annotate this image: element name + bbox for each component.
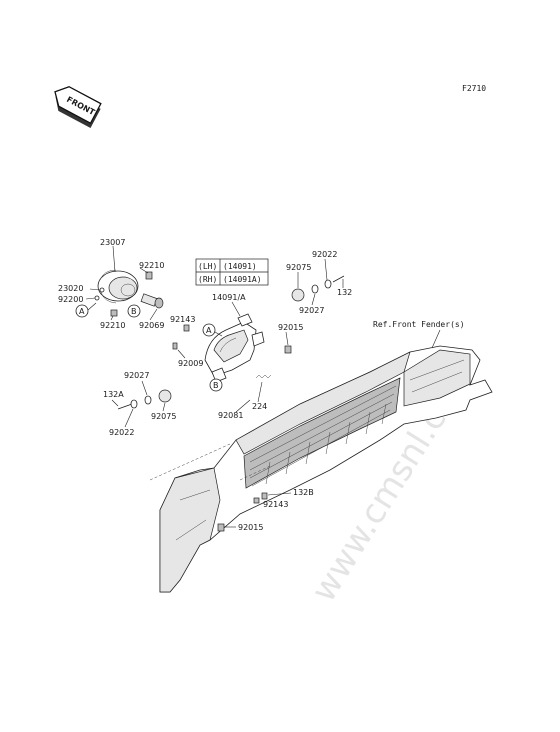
callout-a-left: A xyxy=(75,302,97,318)
label-92075-top: 92075 xyxy=(286,263,311,272)
label-92015-bot: 92015 xyxy=(238,523,263,532)
svg-text:A: A xyxy=(206,326,212,335)
label-92143-bot: 92143 xyxy=(263,500,288,509)
label-23020: 23020 xyxy=(58,284,83,293)
table-row-lh-part: (14091) xyxy=(223,262,257,271)
svg-text:B: B xyxy=(131,307,137,316)
table-row-rh-side: (RH) xyxy=(198,275,217,284)
svg-text:A: A xyxy=(79,307,85,316)
table-row-lh-side: (LH) xyxy=(198,262,217,271)
bolt-132b xyxy=(261,492,268,500)
nut-92143-bot xyxy=(253,497,260,504)
washer-92022-top xyxy=(324,279,332,289)
clip-92015-bot xyxy=(217,523,225,532)
front-grille-panel xyxy=(149,345,493,593)
figure-code: F2710 xyxy=(462,84,486,93)
label-92009: 92009 xyxy=(178,359,203,368)
lh-rh-table: (LH) (14091) (RH) (14091A) xyxy=(195,258,269,286)
label-92081: 92081 xyxy=(218,411,243,420)
headlight-assembly xyxy=(94,269,164,317)
headlight-socket xyxy=(140,293,158,307)
label-92069: 92069 xyxy=(139,321,164,330)
bolt-132a xyxy=(117,403,133,410)
bolt-132 xyxy=(332,275,345,283)
callout-b-mid: B xyxy=(209,378,223,392)
callout-a-mid: A xyxy=(202,323,223,337)
grommet-92075-left xyxy=(158,389,172,403)
table-row-rh-part: (14091A) xyxy=(223,275,262,284)
collar-92027-left xyxy=(144,395,152,405)
ref-front-fender-note: Ref.Front Fender(s) xyxy=(373,320,465,329)
label-14091a: 14091/A xyxy=(212,293,246,302)
label-224: 224 xyxy=(252,402,267,411)
collar-92027-top xyxy=(311,284,319,294)
nut-92143-top xyxy=(183,324,190,332)
label-92075-left: 92075 xyxy=(151,412,176,421)
front-arrow-icon: FRONT xyxy=(54,86,102,128)
label-92027-top: 92027 xyxy=(299,306,324,315)
label-23007: 23007 xyxy=(100,238,125,247)
svg-text:B: B xyxy=(213,381,219,390)
bulb-92069 xyxy=(154,297,164,309)
grille-slots xyxy=(243,377,401,489)
label-92015-top: 92015 xyxy=(278,323,303,332)
label-132a: 132A xyxy=(103,390,124,399)
label-92027-left: 92027 xyxy=(124,371,149,380)
headlight-reflector xyxy=(108,276,138,300)
clip-92015-top xyxy=(284,345,292,354)
callout-b-left: B xyxy=(127,304,141,318)
clip-92210-top xyxy=(145,271,153,280)
label-92200: 92200 xyxy=(58,295,83,304)
label-92143-top: 92143 xyxy=(170,315,195,324)
screw-92200 xyxy=(94,295,100,301)
label-92210-bot: 92210 xyxy=(100,321,125,330)
screw-23020 xyxy=(99,287,105,293)
label-92022-top: 92022 xyxy=(312,250,337,259)
grommet-92075-top xyxy=(291,288,305,302)
label-92210-top: 92210 xyxy=(139,261,164,270)
label-132: 132 xyxy=(337,288,352,297)
washer-92022-left xyxy=(130,399,138,409)
headlight-bracket xyxy=(204,313,292,383)
clip-92210-bot xyxy=(110,309,118,317)
label-132b: 132B xyxy=(293,488,314,497)
nut-92009 xyxy=(172,342,178,350)
label-92022-left: 92022 xyxy=(109,428,134,437)
